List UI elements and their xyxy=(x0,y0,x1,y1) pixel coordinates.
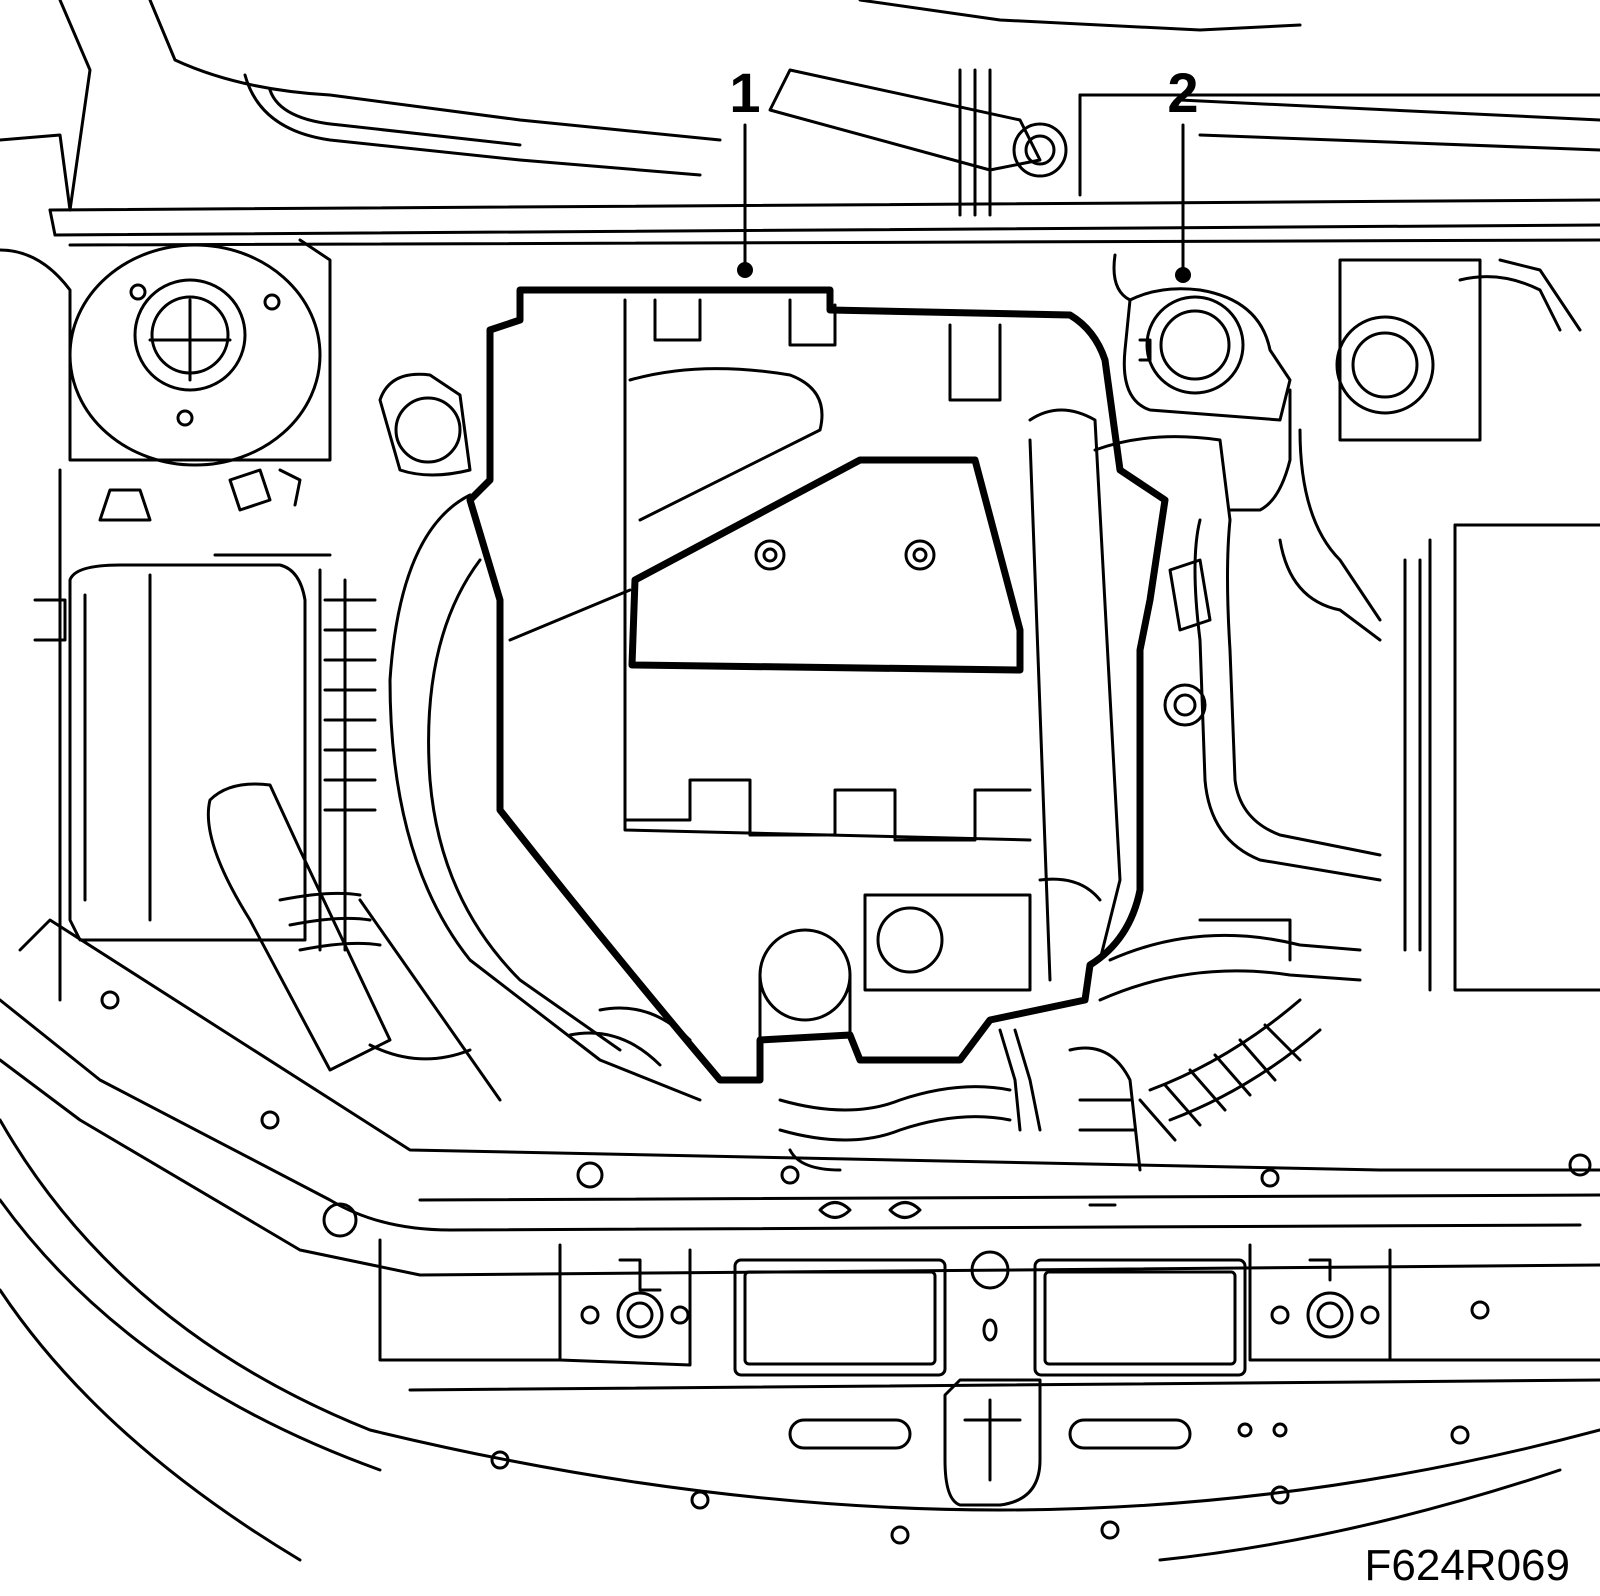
lower-pipes xyxy=(778,1028,1042,1172)
left-cap xyxy=(378,372,472,477)
air-filter-box xyxy=(33,468,377,1002)
callout-2-label: 2 xyxy=(1167,61,1198,124)
hoses-right xyxy=(1093,428,1382,882)
coolant-expansion-tank xyxy=(1112,253,1292,512)
front-crossmember xyxy=(0,918,1600,1277)
left-strut-tower xyxy=(0,238,332,467)
engine-cover xyxy=(466,286,1169,1084)
wiper-arm xyxy=(768,68,1068,178)
radiator-grille-panel xyxy=(378,1238,1600,1507)
callout-1-label: 1 xyxy=(729,61,760,124)
bumper-lines xyxy=(0,1118,1600,1562)
intake-duct xyxy=(206,782,502,1102)
cowl-panel xyxy=(0,0,1600,217)
filter-box-ribs xyxy=(323,598,377,812)
charge-air-pipe xyxy=(388,493,702,1102)
callout-1-leader xyxy=(737,123,753,278)
figure-code: F624R069 xyxy=(1365,1541,1570,1590)
turbo-hoses xyxy=(1068,918,1362,1172)
bulkhead-bar xyxy=(48,198,1600,247)
right-strut-tower xyxy=(1335,258,1582,442)
callout-2-leader xyxy=(1175,123,1191,283)
battery xyxy=(1403,523,1600,992)
